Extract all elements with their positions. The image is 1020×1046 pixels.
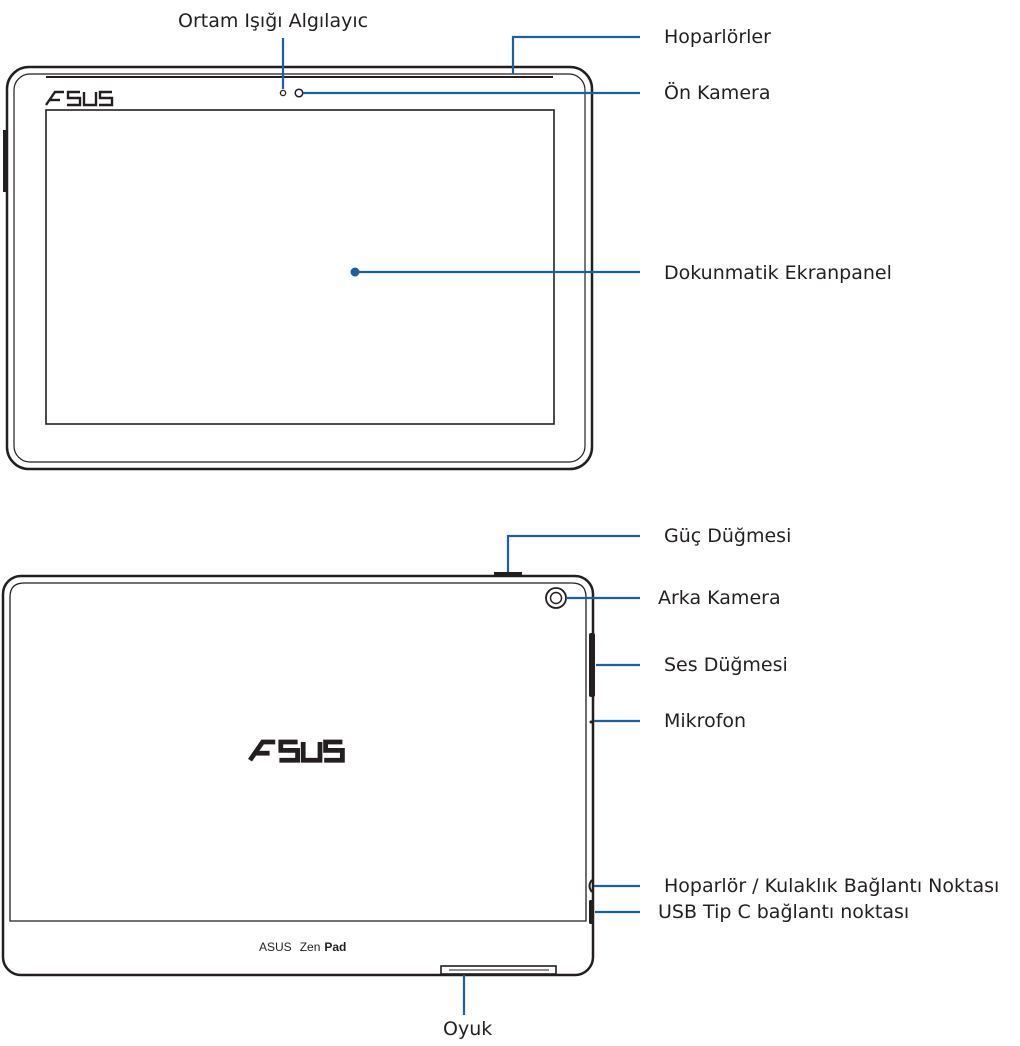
label-headphone-jack: Hoparlör / Kulaklık Bağlantı Noktası [664, 875, 999, 897]
front-inner-bezel [13, 73, 586, 463]
rear-branding-model-bold: Pad [324, 940, 346, 954]
touch-screen-panel [45, 109, 555, 425]
label-microphone: Mikrofon [664, 710, 746, 732]
front-side-volume-bump [3, 130, 7, 192]
front-outer-body [5, 65, 594, 471]
label-volume-button: Ses Düğmesi [664, 654, 788, 676]
rear-camera [545, 587, 567, 609]
power-button [494, 572, 522, 576]
rear-branding-brand: ASUS [259, 940, 292, 954]
label-touch-screen: Dokunmatik Ekranpanel [664, 262, 892, 284]
rear-callouts [462, 534, 640, 1015]
front-asus-logo [45, 90, 114, 107]
rear-branding-model-light: Zen [300, 940, 321, 954]
ambient-light-sensor [279, 89, 287, 97]
bottom-slot [440, 965, 557, 975]
label-power-button: Güç Düğmesi [664, 525, 791, 547]
label-usb-c-port: USB Tip C bağlantı noktası [658, 901, 909, 923]
front-callouts [281, 35, 640, 274]
label-speakers: Hoparlörler [664, 26, 771, 48]
callout-line-speakers [511, 35, 640, 74]
rear-outer-body [1, 574, 595, 977]
label-front-camera: Ön Kamera [664, 81, 770, 104]
label-rear-camera: Arka Kamera [658, 587, 781, 609]
tablet-rear-view: ASUS Zen Pad [1, 572, 595, 977]
callout-line-power-button [506, 534, 640, 572]
front-camera [294, 88, 304, 98]
usb-c-port [589, 900, 594, 924]
tablet-front-view [3, 65, 594, 471]
rear-branding: ASUS Zen Pad [259, 938, 346, 955]
label-ambient-light-sensor: Ortam Işığı Algılayıc [178, 10, 368, 32]
rear-back-panel [9, 582, 587, 922]
volume-button [589, 633, 595, 697]
rear-asus-logo [248, 739, 345, 763]
microphone-hole [589, 720, 593, 724]
label-slot: Oyuk [443, 1018, 492, 1040]
headphone-jack [588, 879, 593, 893]
